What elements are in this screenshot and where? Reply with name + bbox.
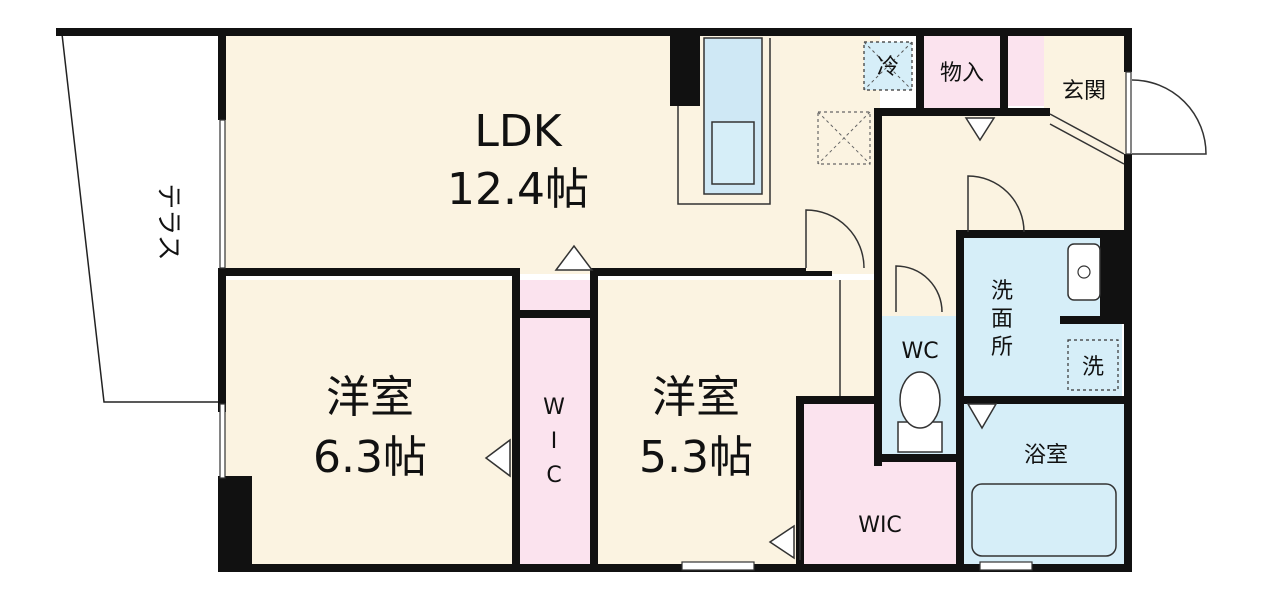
ldk-name: LDK	[474, 106, 562, 157]
walls	[56, 28, 1132, 572]
toilet-bowl	[899, 371, 941, 429]
doors	[799, 79, 1207, 560]
wic1-letter-c: C	[546, 463, 561, 488]
entry-markers	[484, 117, 998, 560]
washer-space	[1067, 339, 1119, 391]
western2-name: 洋室	[652, 372, 740, 423]
western2-size: 5.3帖	[639, 432, 753, 483]
wic1-top-floor	[516, 280, 594, 314]
western1-size: 6.3帖	[313, 432, 427, 483]
fridge-x1	[863, 41, 913, 91]
wc-label: WC	[901, 339, 938, 364]
wash-basin	[1067, 243, 1101, 301]
storage-floor	[924, 34, 1004, 112]
fridge-x2	[863, 41, 913, 91]
kitchen-outline	[677, 38, 771, 205]
terrace	[61, 33, 223, 403]
basin-drain	[1077, 265, 1091, 279]
entrance-floor	[1044, 34, 1130, 114]
kitchen-sink	[711, 121, 755, 185]
ldk-size: 12.4帖	[447, 164, 589, 215]
wic1-floor	[516, 318, 594, 568]
western1-name: 洋室	[326, 372, 414, 423]
terrace-label: テラス	[153, 183, 183, 260]
pantry-x2	[817, 111, 871, 165]
windows	[219, 71, 1132, 571]
storage-label: 物入	[940, 61, 984, 86]
wic1-letter-w: W	[543, 395, 565, 420]
washroom-char-2: 面	[991, 307, 1013, 332]
entrance-label: 玄関	[1062, 79, 1106, 104]
wic1-letter-i: I	[551, 429, 558, 454]
washer-symbol: 洗	[1082, 355, 1104, 380]
bathtub	[971, 483, 1117, 557]
washroom-char-1: 洗	[991, 279, 1013, 304]
pantry-mark	[817, 111, 871, 165]
wic2-label: WIC	[858, 513, 902, 538]
washroom-char-3: 所	[991, 335, 1013, 360]
hall-floor	[880, 112, 1130, 236]
bath-label: 浴室	[1024, 443, 1068, 468]
western1-floor	[224, 280, 516, 568]
entrance-closet-floor	[1008, 34, 1044, 106]
hall-lower-floor	[880, 236, 960, 316]
fridge-symbol: 冷	[877, 55, 899, 80]
